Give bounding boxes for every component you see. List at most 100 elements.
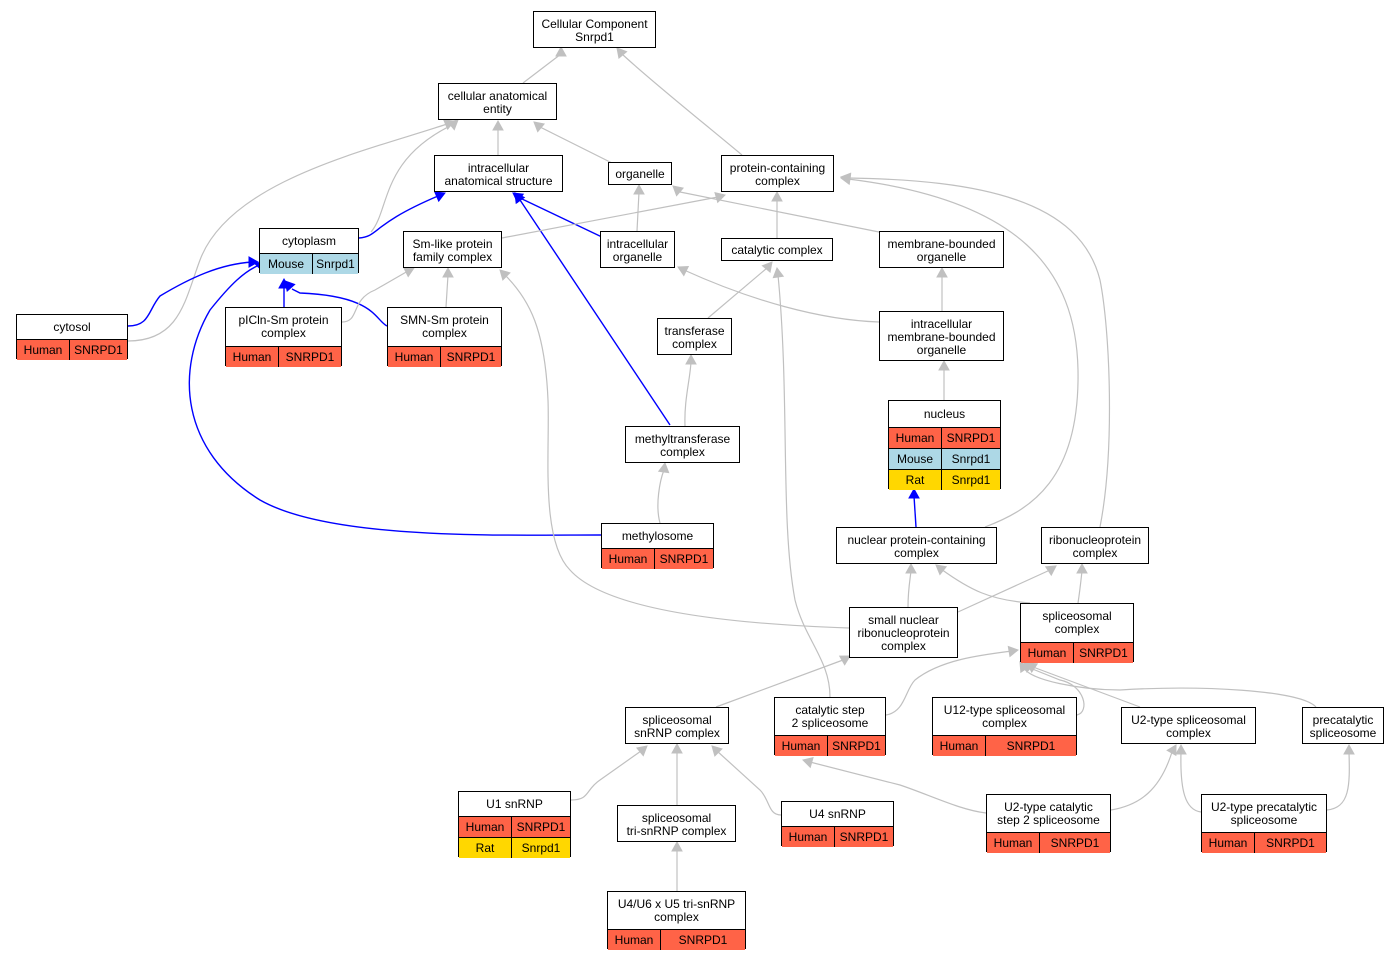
species-cell: Human bbox=[608, 551, 648, 566]
edge-line bbox=[847, 178, 1079, 528]
gene-cell: SNRPD1 bbox=[511, 817, 570, 837]
edge-line bbox=[684, 361, 692, 427]
node-spliceosomal-snrnp-complex[interactable]: spliceosomal snRNP complex bbox=[625, 707, 729, 744]
node-spliceosomal-tri-snrnp-complex[interactable]: spliceosomal tri-snRNP complex bbox=[617, 805, 736, 842]
species-row: Human SNRPD1 bbox=[889, 427, 1000, 448]
node-organelle[interactable]: organelle bbox=[608, 162, 672, 185]
edge-line bbox=[847, 177, 1111, 528]
edge-cytosol-to-cytoplasm bbox=[127, 256, 260, 327]
species-cell: Human bbox=[1208, 835, 1248, 850]
node-label: U2-type catalytic step 2 spliceosome bbox=[997, 799, 1100, 827]
arrowhead bbox=[514, 192, 526, 205]
arrowhead bbox=[499, 269, 511, 281]
node-intracellular-membrane-bounded-organelle[interactable]: intracellular membrane-bounded organelle bbox=[879, 311, 1004, 361]
edge-snrnp-to-rnp bbox=[957, 565, 1057, 613]
node-small-nuclear-ribonucleoprotein-complex[interactable]: small nuclear ribonucleoprotein complex bbox=[849, 607, 958, 658]
arrowhead bbox=[442, 119, 455, 131]
edge-smn-to-smlike bbox=[442, 266, 454, 308]
arrowhead bbox=[633, 183, 645, 195]
node-label: protein-containing complex bbox=[729, 160, 826, 188]
node-precatalytic-spliceosome[interactable]: precatalytic spliceosome bbox=[1302, 707, 1384, 744]
edge-line bbox=[1023, 667, 1317, 708]
node-protein-containing-complex[interactable]: protein-containing complex bbox=[721, 155, 834, 192]
edge-snrnp-to-npcc bbox=[905, 562, 917, 608]
edge-line bbox=[370, 124, 453, 233]
edge-mbo-to-organelle bbox=[672, 185, 880, 233]
node-u2-type-spliceosomal-complex[interactable]: U2-type spliceosomal complex bbox=[1121, 707, 1256, 744]
edge-methylosome-to-methyltransferase bbox=[657, 461, 670, 524]
species-cell: Human bbox=[232, 349, 272, 364]
node-catalytic-complex[interactable]: catalytic complex bbox=[721, 238, 833, 261]
arrowhead bbox=[685, 353, 697, 365]
arrowhead bbox=[442, 266, 454, 278]
arrowhead bbox=[714, 191, 726, 204]
arrowhead bbox=[1175, 743, 1187, 755]
node-sm-like-protein-family-complex[interactable]: Sm-like protein family complex bbox=[403, 231, 502, 268]
node-cellular-component[interactable]: Cellular Component Snrpd1 bbox=[533, 11, 656, 48]
node-label: precatalytic spliceosome bbox=[1309, 712, 1377, 740]
node-transferase-complex[interactable]: transferase complex bbox=[657, 318, 732, 355]
node-membrane-bounded-organelle[interactable]: membrane-bounded organelle bbox=[879, 231, 1004, 268]
edge-ias-to-cae bbox=[492, 119, 504, 155]
node-nuclear-protein-containing-complex[interactable]: nuclear protein-containing complex bbox=[836, 527, 997, 564]
node-label: Sm-like protein family complex bbox=[412, 236, 493, 264]
edge-u1-to-snRNPcomplex bbox=[570, 745, 648, 801]
node-cellular-anatomical-entity[interactable]: cellular anatomical entity bbox=[438, 83, 557, 120]
edge-pcc-to-root bbox=[616, 47, 743, 156]
node-label: nucleus bbox=[923, 406, 966, 421]
node-label: U2-type spliceosomal complex bbox=[1131, 712, 1246, 740]
gene-cell: SNRPD1 bbox=[69, 340, 127, 360]
edge-line bbox=[1326, 751, 1350, 811]
arrowhead bbox=[1019, 661, 1031, 674]
edge-line bbox=[519, 197, 605, 239]
gene-cell: SNRPD1 bbox=[985, 736, 1076, 756]
edge-methyltransferase-to-transferase bbox=[684, 353, 697, 427]
edge-u2pre-to-precatalytic bbox=[1326, 743, 1355, 811]
arrowhead bbox=[772, 266, 785, 279]
edge-line bbox=[913, 495, 917, 528]
arrowhead bbox=[1007, 645, 1020, 658]
edge-spliceosomal-to-npcc bbox=[935, 564, 1031, 604]
arrowhead bbox=[616, 47, 628, 60]
edge-intraorg-to-ias bbox=[512, 192, 605, 239]
edge-u2pre-to-u2type bbox=[1175, 743, 1202, 813]
species-cell: Human bbox=[895, 430, 935, 445]
node-methyltransferase-complex[interactable]: methyltransferase complex bbox=[625, 426, 740, 463]
node-label: spliceosomal complex bbox=[1042, 609, 1112, 636]
edge-line bbox=[291, 288, 388, 327]
arrowhead bbox=[838, 655, 851, 666]
gene-cell: SNRPD1 bbox=[941, 428, 1000, 448]
arrowhead bbox=[677, 266, 690, 277]
node-intracellular-organelle[interactable]: intracellular organelle bbox=[600, 231, 675, 268]
edge-line bbox=[809, 761, 987, 814]
species-cell: Human bbox=[781, 738, 821, 753]
edge-catstep2-to-catalytic bbox=[772, 266, 831, 698]
node-ribonucleoprotein-complex[interactable]: ribonucleoprotein complex bbox=[1041, 527, 1149, 564]
edge-catalytic-to-pcc bbox=[771, 190, 783, 238]
species-row: Human SNRPD1 bbox=[1202, 832, 1326, 853]
gene-cell: SNRPD1 bbox=[1254, 833, 1326, 853]
node-intracellular-anatomical-structure[interactable]: intracellular anatomical structure bbox=[434, 155, 563, 192]
species-cell: Human bbox=[939, 738, 979, 753]
node-label: organelle bbox=[615, 167, 665, 181]
node-label: ribonucleoprotein complex bbox=[1048, 532, 1142, 560]
edge-line bbox=[683, 269, 880, 323]
arrowhead bbox=[1026, 662, 1039, 674]
